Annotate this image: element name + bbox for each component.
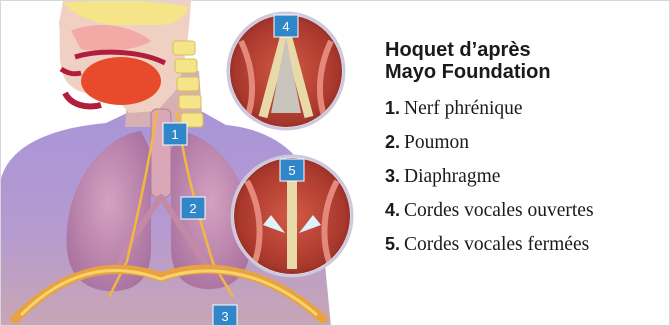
- legend-item-phrenic-nerve: 1.Nerf phrénique: [385, 93, 665, 127]
- legend-list: 1.Nerf phrénique 2.Poumon 3.Diaphragme 4…: [385, 93, 665, 263]
- legend-title-line-1: Hoquet d’après: [385, 39, 665, 61]
- marker-1: 1: [163, 123, 187, 145]
- legend-item-label: Cordes vocales ouvertes: [404, 200, 594, 221]
- anatomy-svg: 1 2 3 4 5: [1, 1, 369, 326]
- legend-item-label: Diaphragme: [404, 166, 500, 187]
- legend-item-diaphragm: 3.Diaphragme: [385, 161, 665, 195]
- legend-item-vocal-cords-closed: 5.Cordes vocales fermées: [385, 229, 665, 263]
- legend-item-label: Nerf phrénique: [404, 98, 523, 119]
- marker-2-label: 2: [189, 201, 196, 216]
- legend-item-number: 2.: [385, 132, 400, 152]
- legend-item-number: 3.: [385, 166, 400, 186]
- marker-1-label: 1: [171, 127, 178, 142]
- marker-2: 2: [181, 197, 205, 219]
- legend-item-label: Poumon: [404, 132, 469, 153]
- marker-4: 4: [274, 15, 298, 37]
- legend-item-vocal-cords-open: 4.Cordes vocales ouvertes: [385, 195, 665, 229]
- legend-title-line-2: Mayo Foundation: [385, 61, 665, 83]
- anatomy-illustration: 1 2 3 4 5: [1, 1, 369, 326]
- legend-title: Hoquet d’après Mayo Foundation: [385, 39, 665, 83]
- legend-item-lung: 2.Poumon: [385, 127, 665, 161]
- tongue: [81, 57, 161, 105]
- legend-item-label: Cordes vocales fermées: [404, 234, 589, 255]
- legend-panel: Hoquet d’après Mayo Foundation 1.Nerf ph…: [385, 39, 665, 263]
- marker-3: 3: [213, 305, 237, 326]
- marker-4-label: 4: [282, 19, 289, 34]
- marker-5: 5: [280, 159, 304, 181]
- legend-item-number: 5.: [385, 234, 400, 254]
- legend-item-number: 1.: [385, 98, 400, 118]
- legend-item-number: 4.: [385, 200, 400, 220]
- marker-5-label: 5: [288, 163, 295, 178]
- marker-3-label: 3: [221, 309, 228, 324]
